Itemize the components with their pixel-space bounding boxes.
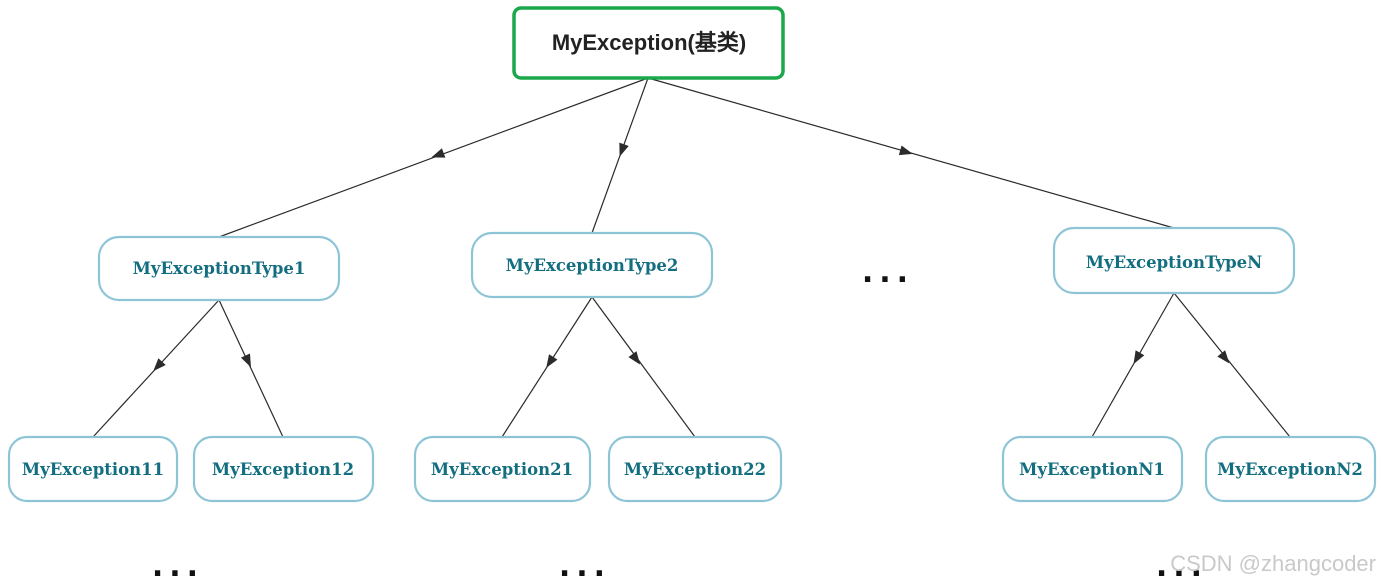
watermark: CSDN @zhangcoder [1170,551,1376,576]
node-type1-label: MyExceptionType1 [133,259,306,278]
ellipsis-level1: ... [862,255,914,290]
edge-typeN-eN2 [1173,292,1291,438]
node-e22-label: MyException22 [624,460,766,479]
node-eN2: MyExceptionN2 [1204,435,1377,503]
node-eN1: MyExceptionN1 [1001,435,1184,503]
arrowhead-typeN-eN1 [1133,350,1145,365]
edge-type1-e12 [218,299,284,438]
arrowhead-type1-e11 [153,358,166,372]
arrowhead-type2-e22 [628,351,641,365]
ellipsis-below-typeN: ... [1156,549,1208,584]
node-e11: MyException11 [7,435,179,503]
node-eN2-label: MyExceptionN2 [1217,460,1363,479]
arrowhead-type1-e12 [240,353,251,368]
node-eN1-label: MyExceptionN1 [1019,460,1165,479]
edge-typeN-eN1 [1091,292,1175,438]
node-e11-label: MyException11 [22,460,164,479]
node-type2-label: MyExceptionType2 [506,256,679,275]
arrowhead-root-typeN [898,145,913,156]
node-typeN: MyExceptionTypeN [1052,226,1296,295]
arrowheads [153,142,1230,372]
node-typeN-label: MyExceptionTypeN [1086,253,1262,272]
arrowhead-root-type2 [619,142,629,157]
node-e12-label: MyException12 [212,460,354,479]
ellipsis-below-type1: ... [152,549,204,584]
node-e12: MyException12 [192,435,375,503]
ellipsis-below-type2: ... [559,549,611,584]
node-e22: MyException22 [607,435,783,503]
root-node: MyException(基类) [512,6,785,80]
root-node-label: MyException(基类) [552,30,746,55]
arrowhead-root-type1 [431,148,446,158]
arrowhead-type2-e21 [546,354,558,368]
node-e21-label: MyException21 [431,460,573,479]
node-type2: MyExceptionType2 [470,231,714,299]
arrowhead-typeN-eN2 [1217,350,1230,364]
node-type1: MyExceptionType1 [97,235,341,302]
edge-type2-e22 [591,296,696,438]
edge-root-type1 [218,77,649,238]
node-e21: MyException21 [413,435,592,503]
